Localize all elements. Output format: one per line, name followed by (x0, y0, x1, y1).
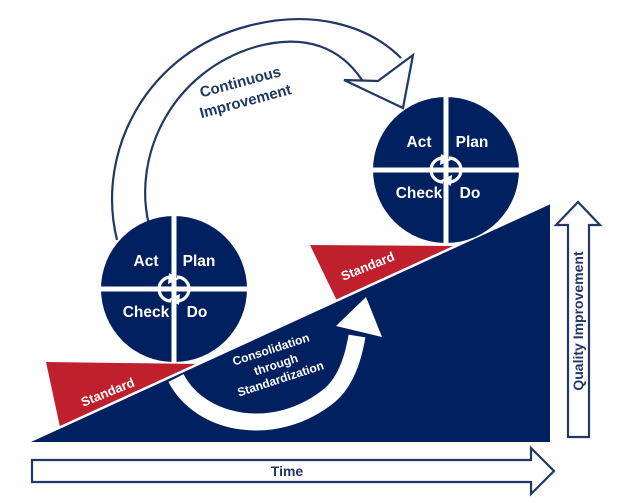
cycle-icon (429, 154, 463, 186)
quadrant-label-act-lower: Act (133, 252, 159, 270)
quality-improvement-arrow (553, 200, 603, 439)
time-label: Time (270, 462, 304, 479)
standard-wedge-lower (46, 362, 199, 427)
continuous-improvement-arrow (111, 18, 415, 241)
consolidation-arrow-band (168, 334, 366, 431)
quadrant-label-check-upper: Check (395, 184, 443, 202)
quadrant-label-check-lower: Check (122, 303, 170, 321)
standard-wedge-upper (310, 245, 456, 301)
quadrant-label-plan-lower: Plan (182, 252, 216, 270)
pdca-wheel-lower (101, 216, 247, 362)
pdca-wheel-upper (373, 97, 519, 243)
time-arrow (30, 445, 556, 497)
quadrant-label-do-upper: Do (459, 184, 481, 202)
quadrant-label-plan-upper: Plan (455, 133, 489, 151)
slope-divider-line (27, 201, 551, 444)
quadrant-label-do-lower: Do (186, 303, 208, 321)
continuous-improvement-arc-outer (111, 18, 402, 241)
cycle-icon (157, 273, 191, 305)
quadrant-label-act-upper: Act (406, 133, 432, 151)
quality-improvement-label: Quality Improvement (569, 251, 586, 391)
continuous-improvement-arrowhead (343, 52, 415, 110)
consolidation-arrowhead (336, 297, 382, 337)
continuous-improvement-arc-inner (144, 40, 363, 226)
consolidation-arrow (168, 297, 382, 431)
